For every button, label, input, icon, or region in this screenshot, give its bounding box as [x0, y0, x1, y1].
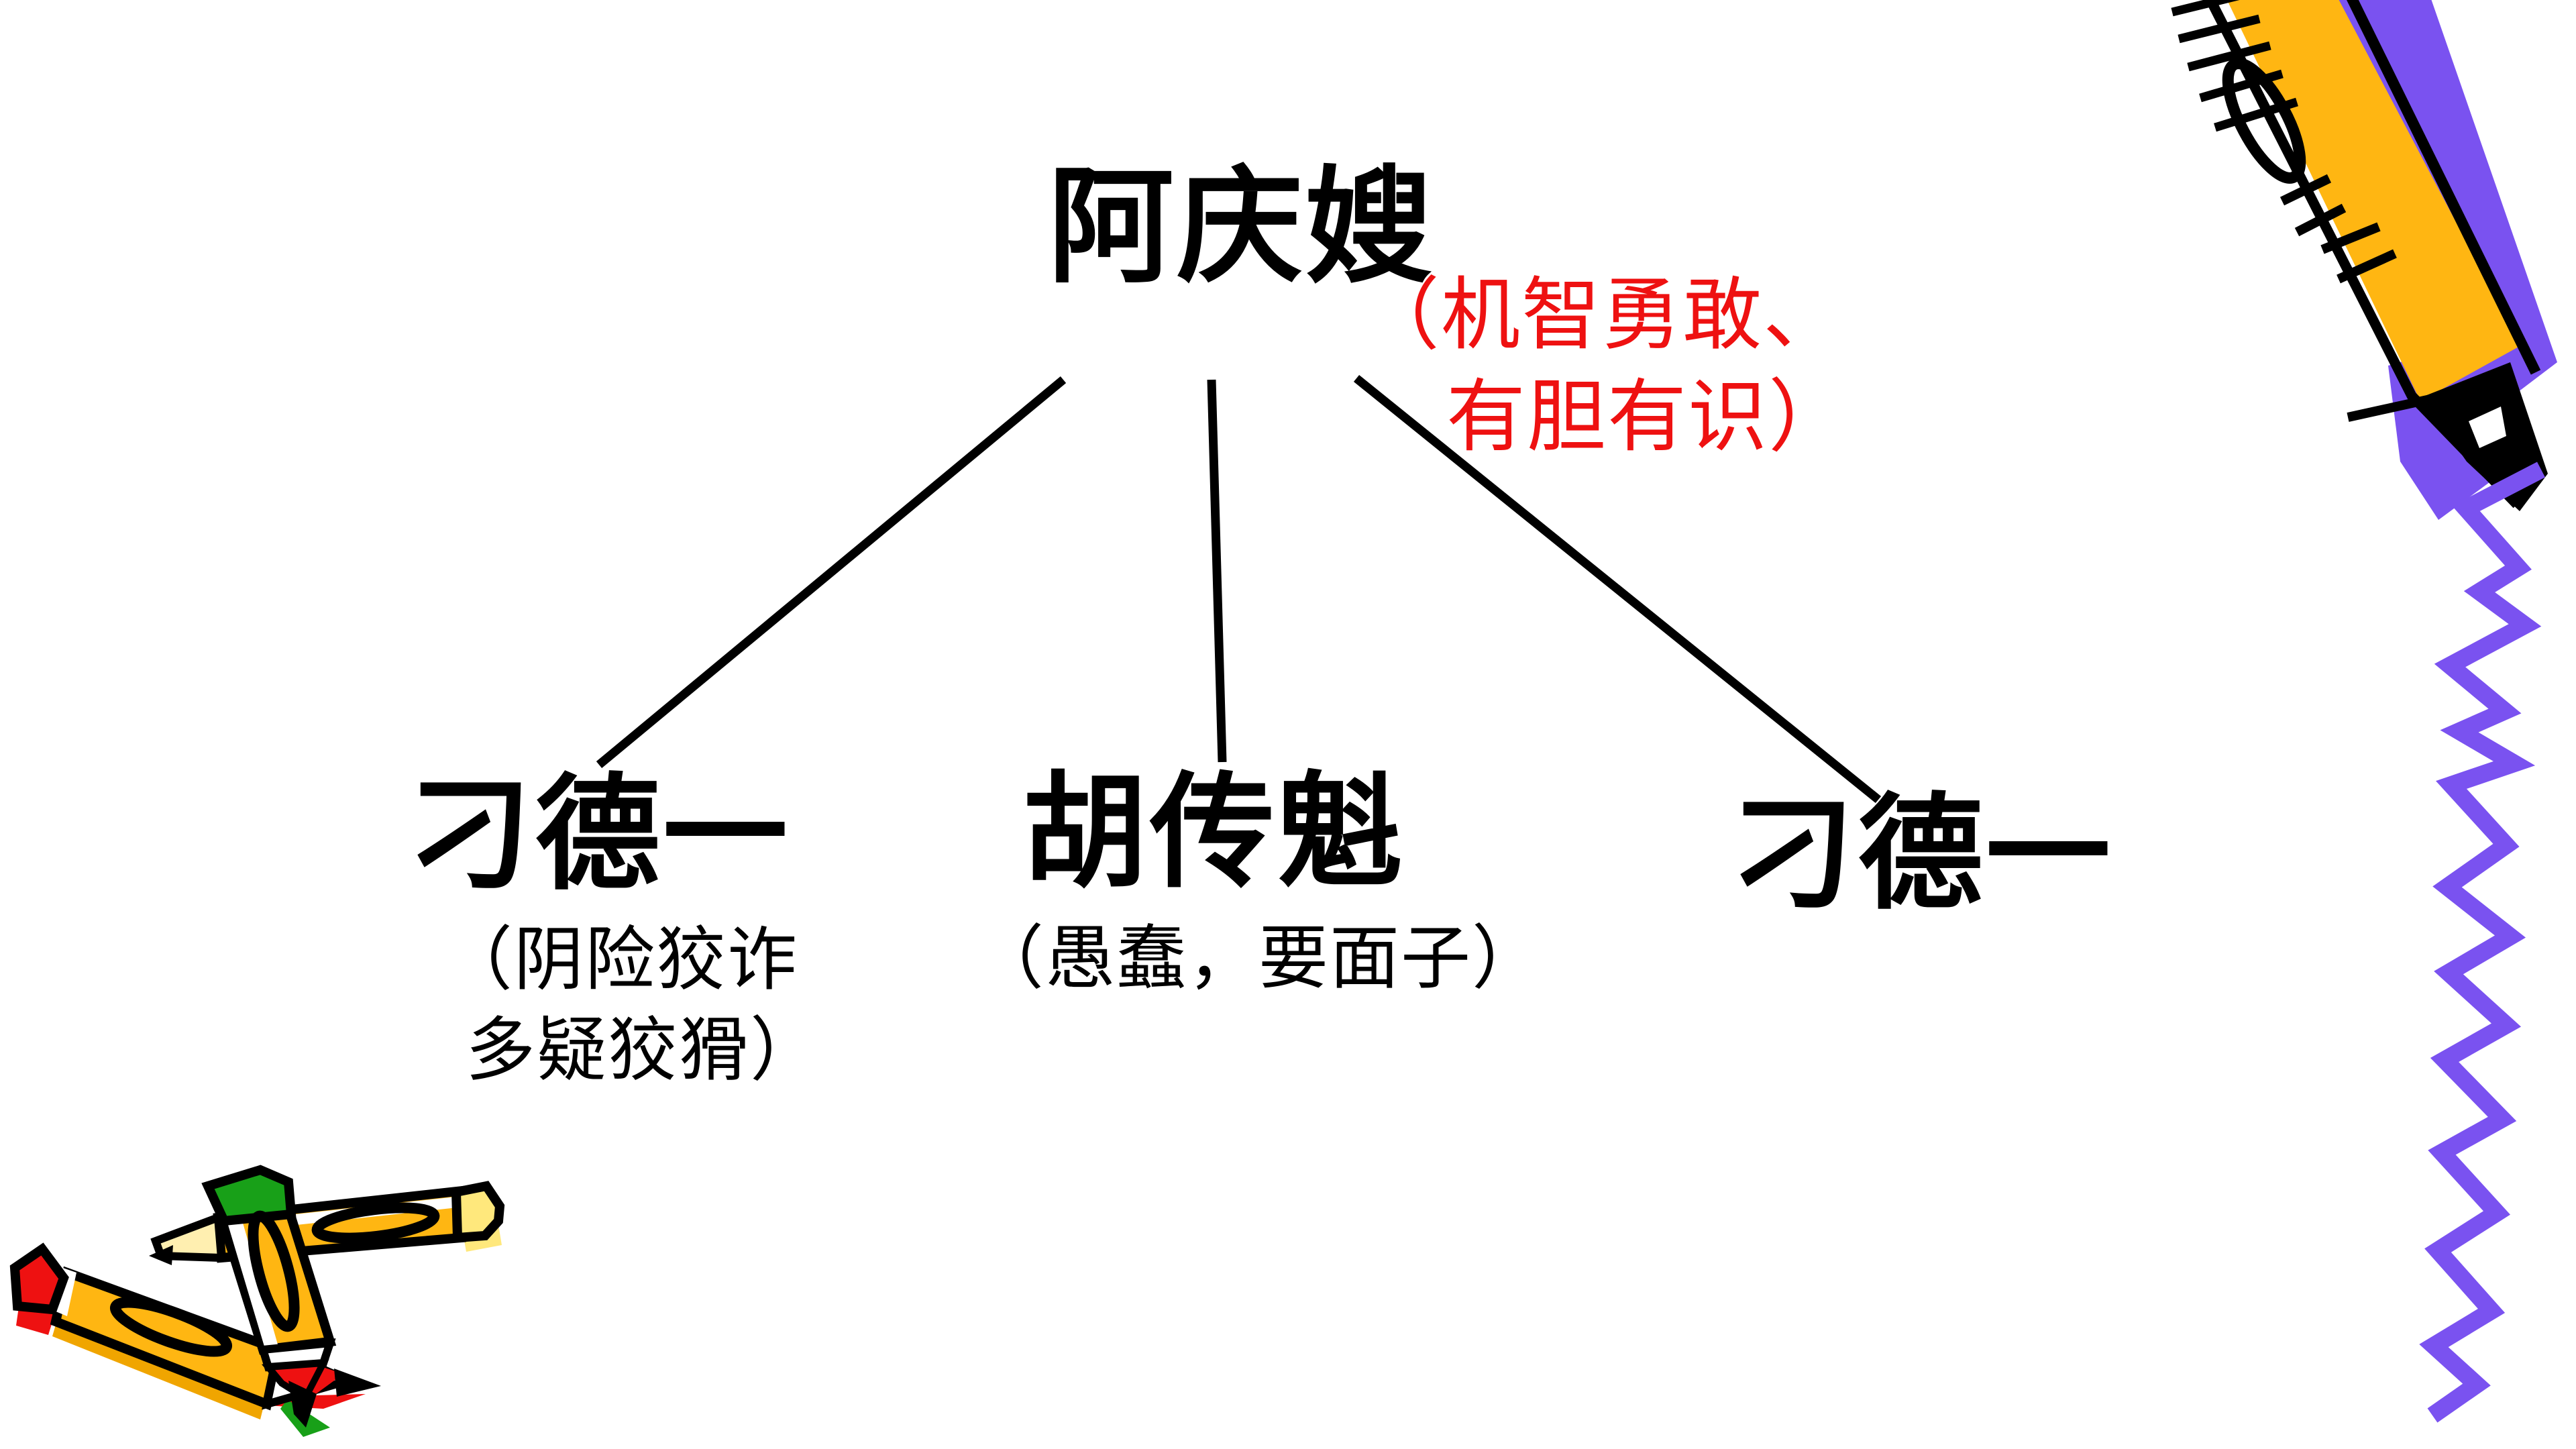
- child-node-middle-label: 胡传魁: [1022, 765, 1405, 903]
- child-node-left-traits-line1: （阴险狡诈: [443, 922, 799, 999]
- zigzag-line: [2419, 462, 2545, 1423]
- root-node-traits: （机智勇敢、 有胆有识）: [1360, 265, 1849, 469]
- root-traits-line1: （机智勇敢、: [1360, 272, 1844, 360]
- connector-line-middle: [1207, 379, 1227, 763]
- crossed-pencils-icon: [9, 1165, 505, 1437]
- child-node-left-label: 刁德一: [408, 767, 791, 905]
- child-node-middle-traits: （愚蠢，要面子）: [974, 920, 1544, 998]
- connector-line-left: [596, 376, 1067, 769]
- root-node-label: 阿庆嫂: [1048, 158, 1434, 298]
- child-node-left-traits-line2: 多疑狡猾）: [466, 1012, 822, 1089]
- marker-pen-icon: [2171, 0, 2557, 520]
- child-node-right-label: 刁德一: [1731, 786, 2114, 924]
- root-traits-line2: 有胆有识）: [1446, 374, 1849, 462]
